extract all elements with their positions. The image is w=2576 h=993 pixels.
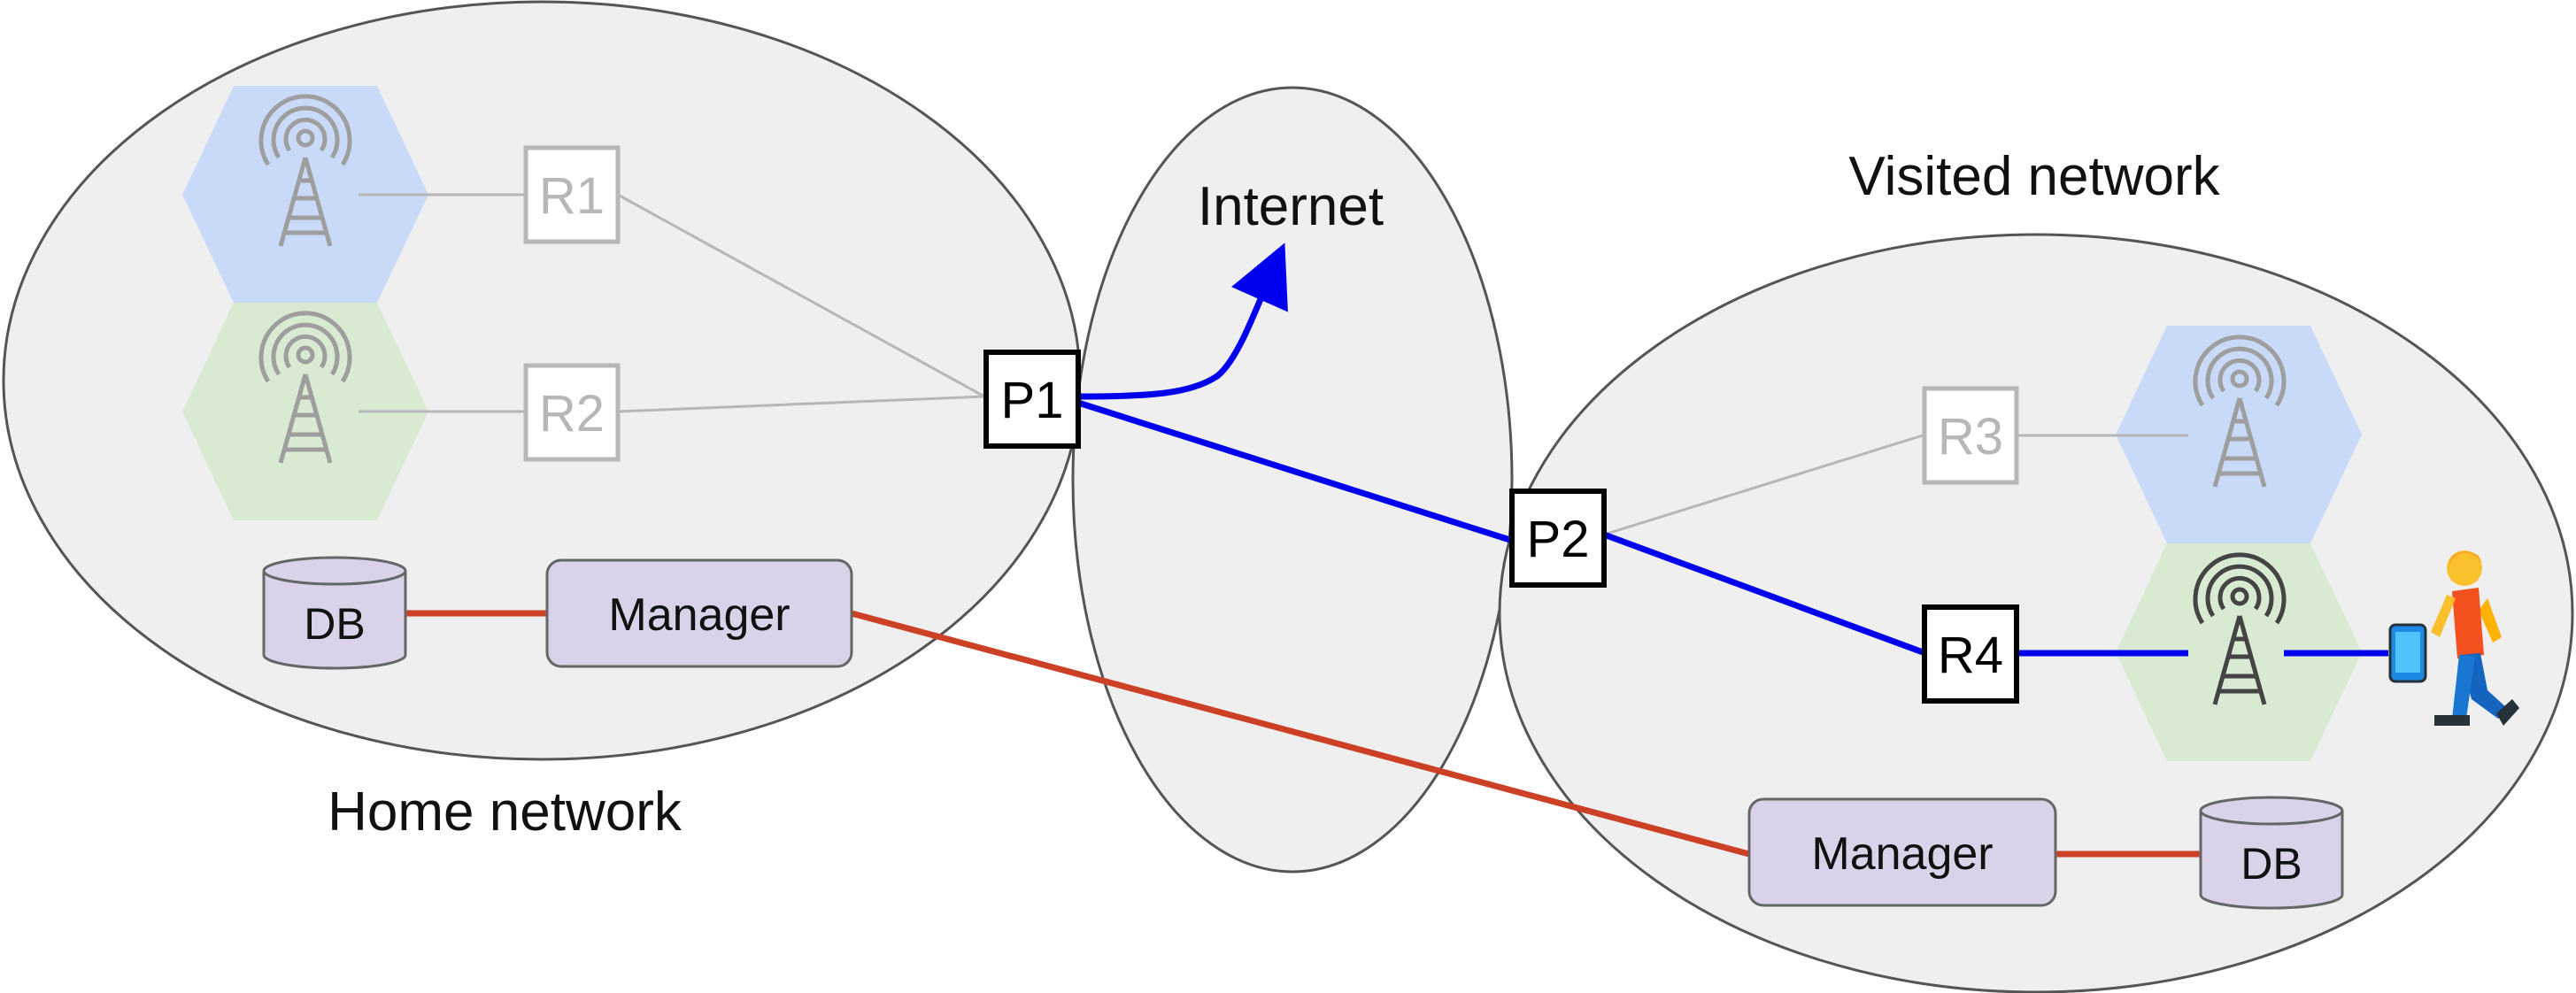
router-r4-label: R4	[1938, 627, 2003, 684]
router-r2-label: R2	[539, 385, 605, 443]
visited-network-label: Visited network	[1848, 146, 2220, 207]
peering-point-p1-label: P1	[1001, 372, 1064, 429]
visited-manager-label: Manager	[1811, 828, 1993, 880]
walking-person-icon	[2431, 550, 2519, 726]
management-links	[405, 610, 2201, 858]
home-manager[interactable]: Manager	[545, 558, 853, 668]
home-db[interactable]: DB	[262, 556, 407, 670]
router-r1-label: R1	[539, 167, 605, 225]
visited-cell-blue	[2116, 326, 2362, 543]
internet-cloud	[1071, 86, 1514, 874]
home-network-label: Home network	[328, 781, 683, 843]
home-manager-label: Manager	[608, 589, 790, 641]
home-cell-green	[182, 303, 428, 520]
faded-links	[359, 193, 2188, 536]
peering-point-p1[interactable]: P1	[983, 350, 1081, 449]
home-db-label: DB	[304, 599, 365, 649]
visited-db[interactable]: DB	[2199, 796, 2344, 910]
mobile-phone-icon	[2388, 623, 2427, 683]
data-path	[1076, 242, 2388, 657]
router-r3[interactable]: R3	[1922, 386, 2019, 485]
router-r2[interactable]: R2	[523, 363, 621, 462]
router-r3-label: R3	[1938, 408, 2003, 466]
router-r4[interactable]: R4	[1922, 604, 2019, 704]
router-r1[interactable]: R1	[523, 145, 621, 244]
peering-point-p2-label: P2	[1527, 511, 1590, 568]
visited-manager[interactable]: Manager	[1747, 797, 2057, 907]
home-cell-blue	[182, 86, 428, 303]
visited-cell-green	[2116, 543, 2362, 761]
internet-label: Internet	[1198, 176, 1384, 237]
visited-db-label: DB	[2241, 839, 2302, 889]
peering-point-p2[interactable]: P2	[1509, 489, 1607, 588]
